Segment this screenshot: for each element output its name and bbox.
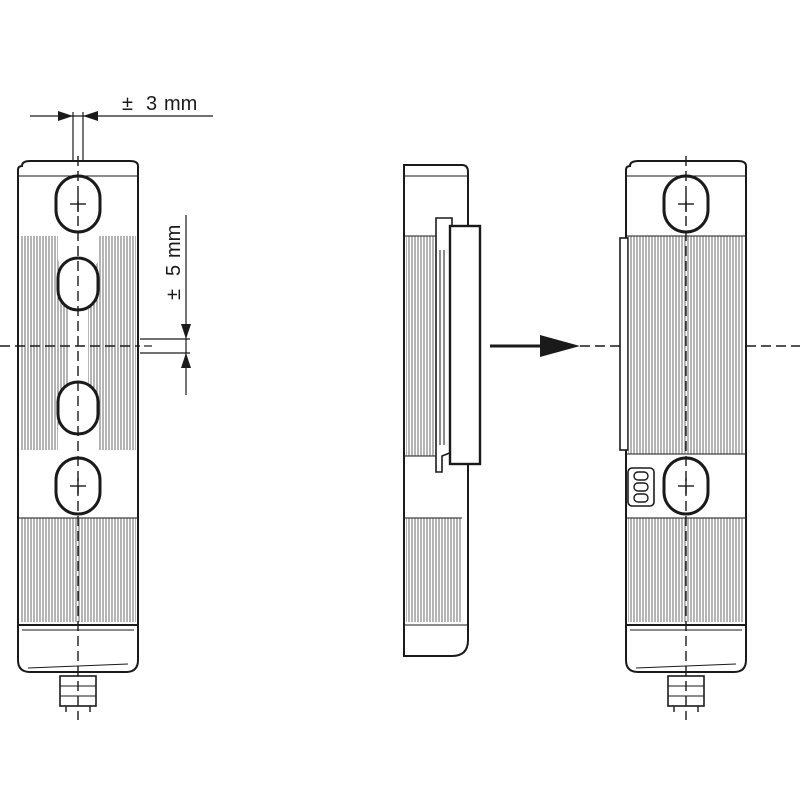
dimension-label-horizontal-value: 3 xyxy=(146,93,157,115)
left-centerlines xyxy=(70,156,86,720)
dimension-label-horizontal-unit: mm xyxy=(164,93,197,115)
dimension-label-vertical-symbol: ± xyxy=(163,289,185,300)
side-hatch-bottom xyxy=(406,518,462,622)
hatched-panel-top xyxy=(20,236,68,450)
dimension-label-horizontal-symbol: ± xyxy=(122,93,133,115)
right-centerlines xyxy=(678,156,800,720)
hatched-panel-top-right xyxy=(88,236,136,450)
dimension-label-vertical-value: 5 xyxy=(163,265,185,276)
dimension-vertical xyxy=(140,215,191,395)
dimension-horizontal xyxy=(30,111,213,160)
led-indicator-icon xyxy=(627,467,655,507)
arrow-right-icon xyxy=(490,335,580,357)
sensor-side-view xyxy=(403,164,482,657)
sensor-mounted-view xyxy=(619,160,747,712)
actuator-block xyxy=(448,224,482,466)
dimension-label-vertical-unit: mm xyxy=(163,225,185,258)
side-hatch-top xyxy=(406,236,436,456)
